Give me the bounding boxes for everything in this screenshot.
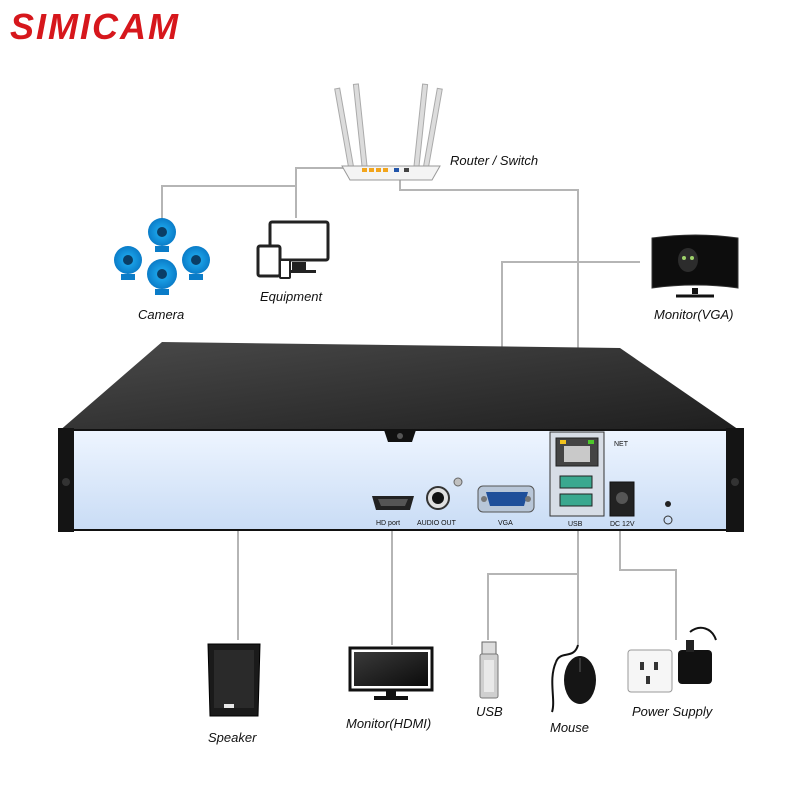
router-icon xyxy=(334,83,443,181)
router-to-camera-line xyxy=(161,167,361,220)
power-line xyxy=(619,510,677,640)
usb-label: USB xyxy=(476,704,503,719)
left-screw-icon xyxy=(62,478,70,486)
net-usb-block xyxy=(549,431,605,517)
usb-port-icon xyxy=(559,475,593,507)
hdmi-port-icon xyxy=(372,496,414,510)
nvr-rear-panel xyxy=(59,429,743,531)
monitor-hdmi-label: Monitor(HDMI) xyxy=(346,716,432,731)
audio-out-port-icon xyxy=(426,477,463,510)
power-supply-icon xyxy=(627,626,717,693)
dc-port-label: DC 12V xyxy=(610,521,635,528)
speaker-label: Speaker xyxy=(208,730,257,745)
equipment-icon xyxy=(256,220,330,279)
mouse-icon xyxy=(551,644,596,713)
camera-label: Camera xyxy=(138,307,185,322)
nvr-top-panel xyxy=(58,342,742,432)
speaker-icon xyxy=(207,643,261,717)
audio-out-label: AUDIO OUT xyxy=(417,520,457,527)
vga-port-icon xyxy=(477,485,535,513)
hd-port-label: HD port xyxy=(376,520,400,527)
power-supply-label: Power Supply xyxy=(632,704,713,719)
usb-line xyxy=(487,515,579,640)
net-port-label: NET xyxy=(614,441,629,448)
mouse-label: Mouse xyxy=(550,720,590,735)
brand-logo: SIMICAM xyxy=(10,6,180,47)
monitor-hdmi-icon xyxy=(348,646,434,700)
vga-port-label: VGA xyxy=(498,520,513,527)
router-switch-label: Router / Switch xyxy=(450,153,539,168)
usb-stick-icon xyxy=(479,641,499,699)
router-to-net-line xyxy=(399,180,579,445)
dc-port-icon xyxy=(609,481,635,517)
right-screw-icon xyxy=(731,478,739,486)
usb-port-label: USB xyxy=(568,521,583,528)
monitor-vga-icon xyxy=(651,234,739,298)
camera-icon xyxy=(114,218,210,295)
ground-icon xyxy=(663,501,673,525)
monitor-vga-label: Monitor(VGA) xyxy=(654,307,734,322)
equipment-label: Equipment xyxy=(260,289,323,304)
